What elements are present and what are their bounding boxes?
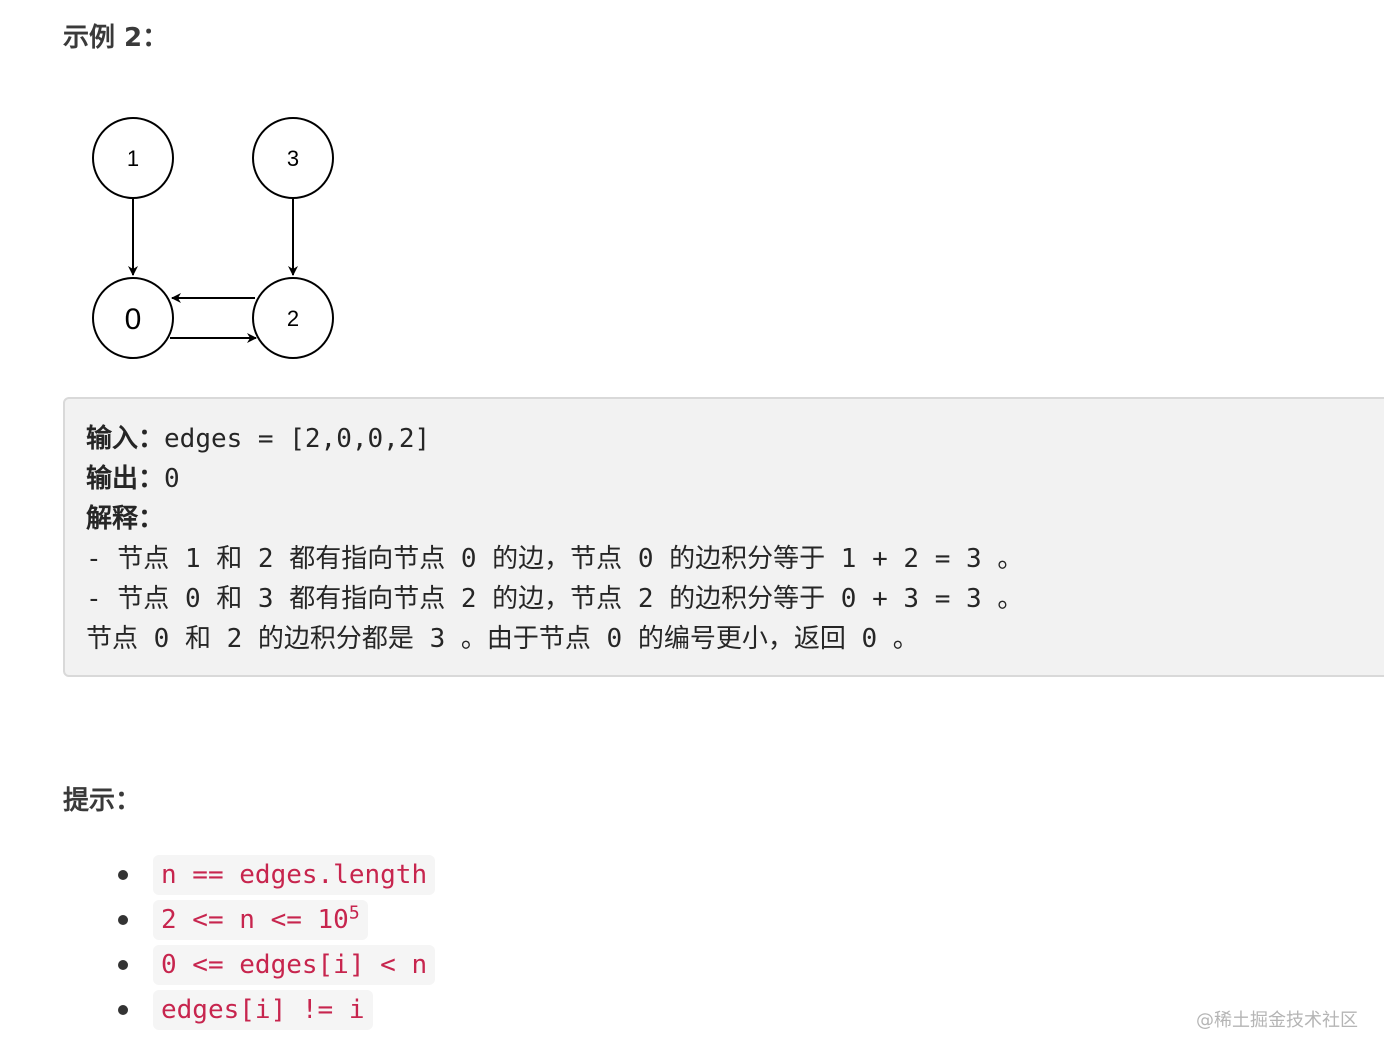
explain-line: 解释： — [86, 499, 164, 539]
bullet-icon — [118, 959, 128, 970]
graph-node-0: 0 — [92, 277, 174, 359]
watermark: @稀土掘金技术社区 — [1196, 1010, 1358, 1031]
output-line: 输出：0 — [86, 459, 180, 499]
output-value: 0 — [164, 464, 180, 494]
explain-text-line: - 节点 0 和 3 都有指向节点 2 的边，节点 2 的边积分等于 0 + 3… — [86, 584, 1024, 614]
constraints-list: n == edges.length 2 <= n <= 105 0 <= edg… — [110, 852, 436, 1032]
graph-node-label: 0 — [125, 303, 142, 336]
input-value: edges = [2,0,0,2] — [164, 424, 431, 454]
constraint-code: n == edges.length — [153, 854, 436, 895]
constraint-exponent: 5 — [348, 901, 360, 923]
constraint-code: edges[i] != i — [153, 989, 373, 1030]
constraint-item: 0 <= edges[i] < n — [110, 942, 436, 987]
output-label: 输出： — [86, 464, 165, 494]
graph-node-label: 3 — [287, 146, 299, 171]
example-heading: 示例 2： — [63, 23, 169, 53]
explain-text-line: - 节点 1 和 2 都有指向节点 0 的边，节点 0 的边积分等于 1 + 2… — [86, 544, 1024, 574]
graph-node-3: 3 — [252, 117, 334, 199]
constraint-code: 0 <= edges[i] < n — [153, 944, 436, 985]
example-code-block: 输入：edges = [2,0,0,2] 输出：0 解释： - 节点 1 和 2… — [63, 397, 1384, 677]
input-label: 输入： — [86, 424, 165, 454]
graph-node-label: 2 — [287, 306, 299, 331]
constraint-item: n == edges.length — [110, 852, 436, 897]
graph-node-1: 1 — [92, 117, 174, 199]
constraint-item: 2 <= n <= 105 — [110, 897, 435, 942]
explain-label: 解释： — [86, 504, 165, 534]
bullet-icon — [118, 869, 128, 880]
graph-node-label: 1 — [127, 146, 139, 171]
bullet-icon — [118, 914, 128, 925]
explain-text-line: 节点 0 和 2 的边积分都是 3 。由于节点 0 的编号更小，返回 0 。 — [86, 624, 919, 654]
bullet-icon — [118, 1004, 128, 1015]
constraint-item: edges[i] != i — [110, 987, 435, 1032]
constraint-code-text: 2 <= n <= 10 — [161, 904, 349, 935]
graph-figure: 1 3 0 2 — [92, 117, 334, 359]
hints-heading: 提示： — [63, 786, 142, 816]
graph-node-2: 2 — [252, 277, 334, 359]
constraint-code: 2 <= n <= 105 — [153, 899, 368, 940]
input-line: 输入：edges = [2,0,0,2] — [86, 419, 430, 459]
